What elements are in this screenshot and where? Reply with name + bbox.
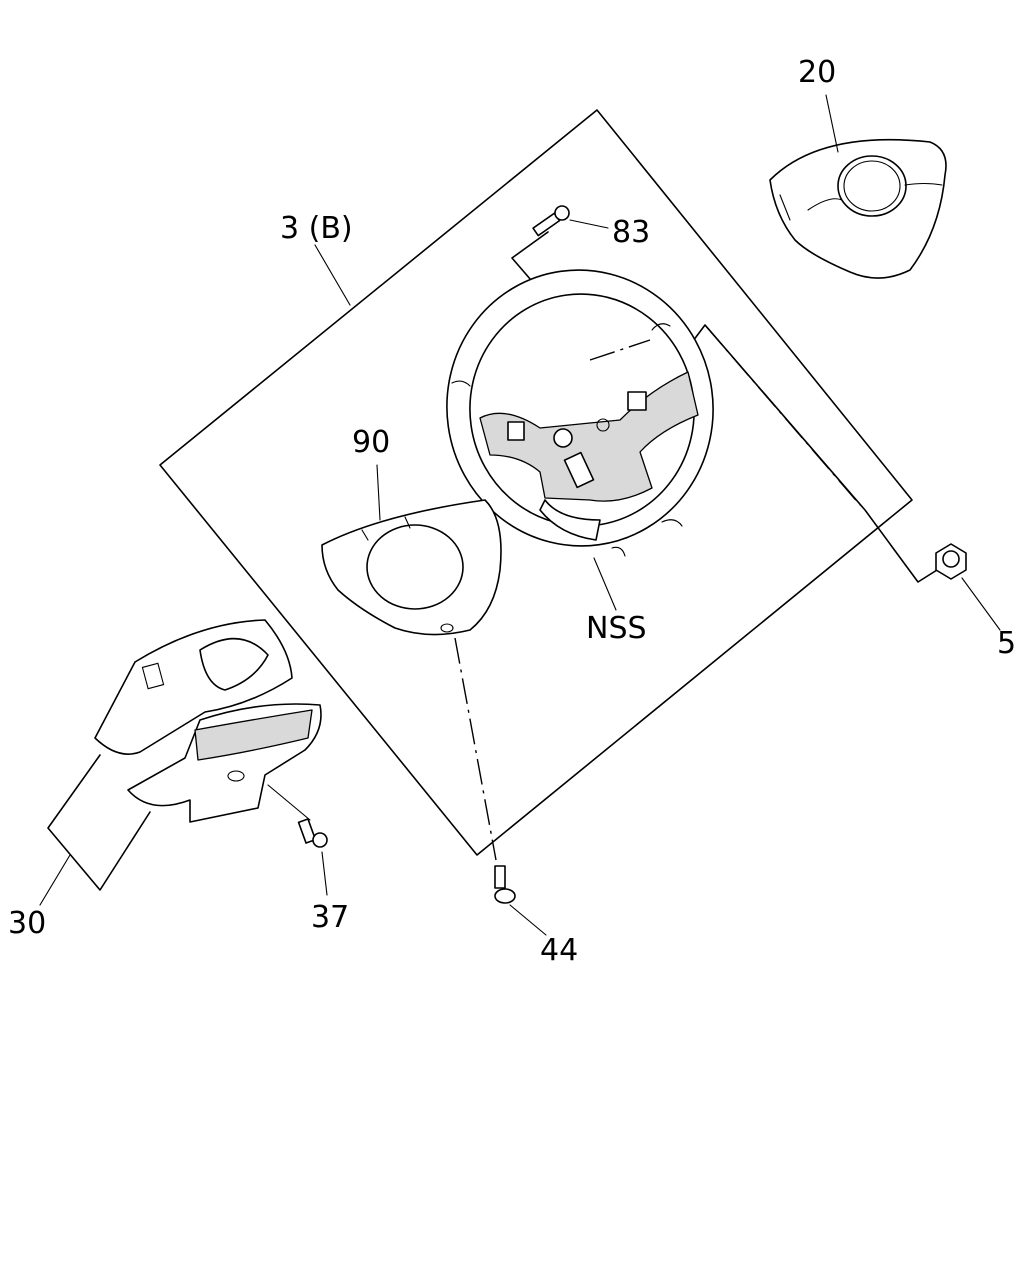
assembly-frame bbox=[159, 109, 913, 856]
label-44: 44 bbox=[540, 933, 578, 968]
leader-90 bbox=[376, 464, 381, 521]
leader-30 bbox=[39, 854, 71, 906]
horn-pad-20 bbox=[769, 138, 947, 279]
label-3b: 3 (B) bbox=[280, 211, 353, 246]
column-cover-90 bbox=[321, 499, 502, 636]
leader-nss bbox=[593, 557, 617, 611]
label-30: 30 bbox=[8, 906, 46, 941]
label-nss: NSS bbox=[586, 611, 647, 646]
label-20: 20 bbox=[798, 55, 836, 90]
column-cover-30 bbox=[94, 619, 322, 823]
bracket-30 bbox=[47, 754, 151, 891]
label-37: 37 bbox=[311, 900, 349, 935]
leader-5 bbox=[961, 577, 1001, 631]
leader-20 bbox=[825, 94, 839, 153]
screw-44 bbox=[494, 865, 516, 904]
steering-wheel bbox=[446, 269, 714, 557]
label-90: 90 bbox=[352, 425, 390, 460]
screw-37 bbox=[297, 818, 328, 848]
leader-37 bbox=[321, 851, 328, 896]
leader-3b bbox=[314, 244, 351, 306]
centerline-83 bbox=[589, 339, 651, 361]
bolt-83 bbox=[532, 205, 570, 237]
leader-83 bbox=[569, 219, 609, 229]
nut-5 bbox=[935, 543, 967, 580]
centerline-44 bbox=[454, 637, 497, 861]
nss-bracket-right bbox=[689, 324, 938, 583]
label-5: 5 bbox=[997, 626, 1016, 661]
leader-44 bbox=[509, 904, 547, 936]
leader-37-a bbox=[267, 784, 311, 821]
centerline-5 bbox=[704, 324, 861, 506]
label-83: 83 bbox=[612, 215, 650, 250]
